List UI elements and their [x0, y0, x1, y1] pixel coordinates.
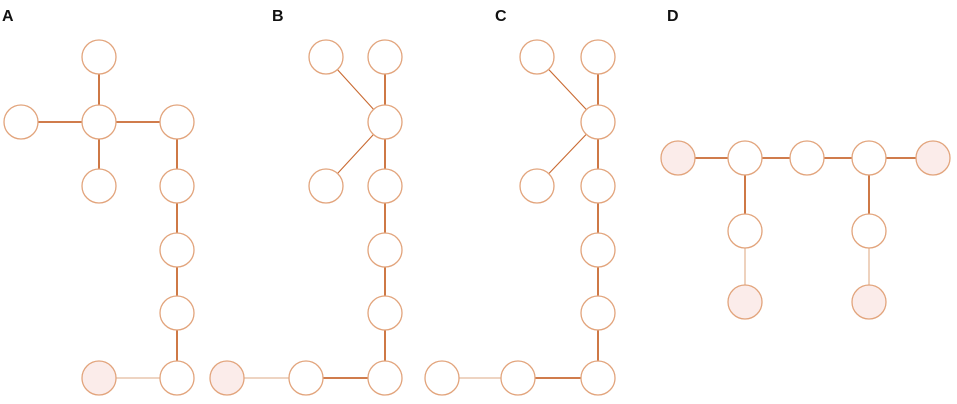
panel-d-node-d9 — [851, 284, 887, 320]
panel-d-node-d1 — [660, 140, 696, 176]
panel-c-node-c9 — [500, 360, 536, 396]
panel-a-node-a6 — [159, 168, 195, 204]
panel-c-node-c8 — [580, 360, 616, 396]
panel-a-node-a7 — [159, 232, 195, 268]
panel-d-node-d2 — [727, 140, 763, 176]
panel-b-node-b7 — [367, 295, 403, 331]
panel-c-node-c5 — [580, 168, 616, 204]
panel-b-node-b5 — [367, 168, 403, 204]
panel-a-node-a4 — [159, 104, 195, 140]
panel-c-node-c3 — [580, 104, 616, 140]
panel-b-node-b8 — [367, 360, 403, 396]
panel-c-node-c10 — [424, 360, 460, 396]
panel-b-node-b1 — [308, 39, 344, 75]
panel-c-edges — [442, 56, 599, 379]
panel-b-edges — [227, 56, 386, 379]
panel-c-node-c6 — [580, 232, 616, 268]
panel-a-node-a9 — [159, 360, 195, 396]
panel-d-node-d5 — [915, 140, 951, 176]
panel-c: C — [424, 8, 616, 396]
panel-b: B — [209, 8, 403, 396]
panel-c-node-c7 — [580, 295, 616, 331]
panel-d-label: D — [667, 8, 679, 25]
panel-b-node-b6 — [367, 232, 403, 268]
panel-a-node-a3 — [81, 104, 117, 140]
panel-b-node-b2 — [367, 39, 403, 75]
panel-d-node-d3 — [789, 140, 825, 176]
panel-b-nodes — [209, 39, 403, 396]
panel-d-node-d7 — [727, 284, 763, 320]
panel-d: D — [660, 8, 951, 320]
panel-c-node-c1 — [519, 39, 555, 75]
panel-a: A — [2, 8, 195, 396]
panel-d-node-d8 — [851, 213, 887, 249]
panel-a-node-a2 — [3, 104, 39, 140]
panel-d-node-d4 — [851, 140, 887, 176]
panel-a-nodes — [3, 39, 195, 396]
panel-b-node-b4 — [308, 168, 344, 204]
panel-d-node-d6 — [727, 213, 763, 249]
panel-b-node-b3 — [367, 104, 403, 140]
panel-c-nodes — [424, 39, 616, 396]
panel-d-edges — [678, 157, 933, 302]
panel-b-node-b10 — [209, 360, 245, 396]
panel-c-label: C — [495, 8, 507, 25]
panel-b-node-b9 — [288, 360, 324, 396]
panel-a-node-a8 — [159, 295, 195, 331]
panel-a-node-a10 — [81, 360, 117, 396]
panel-d-nodes — [660, 140, 951, 320]
panel-b-label: B — [272, 8, 284, 25]
panel-a-label: A — [2, 8, 14, 25]
panel-a-node-a5 — [81, 168, 117, 204]
panel-c-node-c4 — [519, 168, 555, 204]
panel-a-node-a1 — [81, 39, 117, 75]
panel-c-node-c2 — [580, 39, 616, 75]
